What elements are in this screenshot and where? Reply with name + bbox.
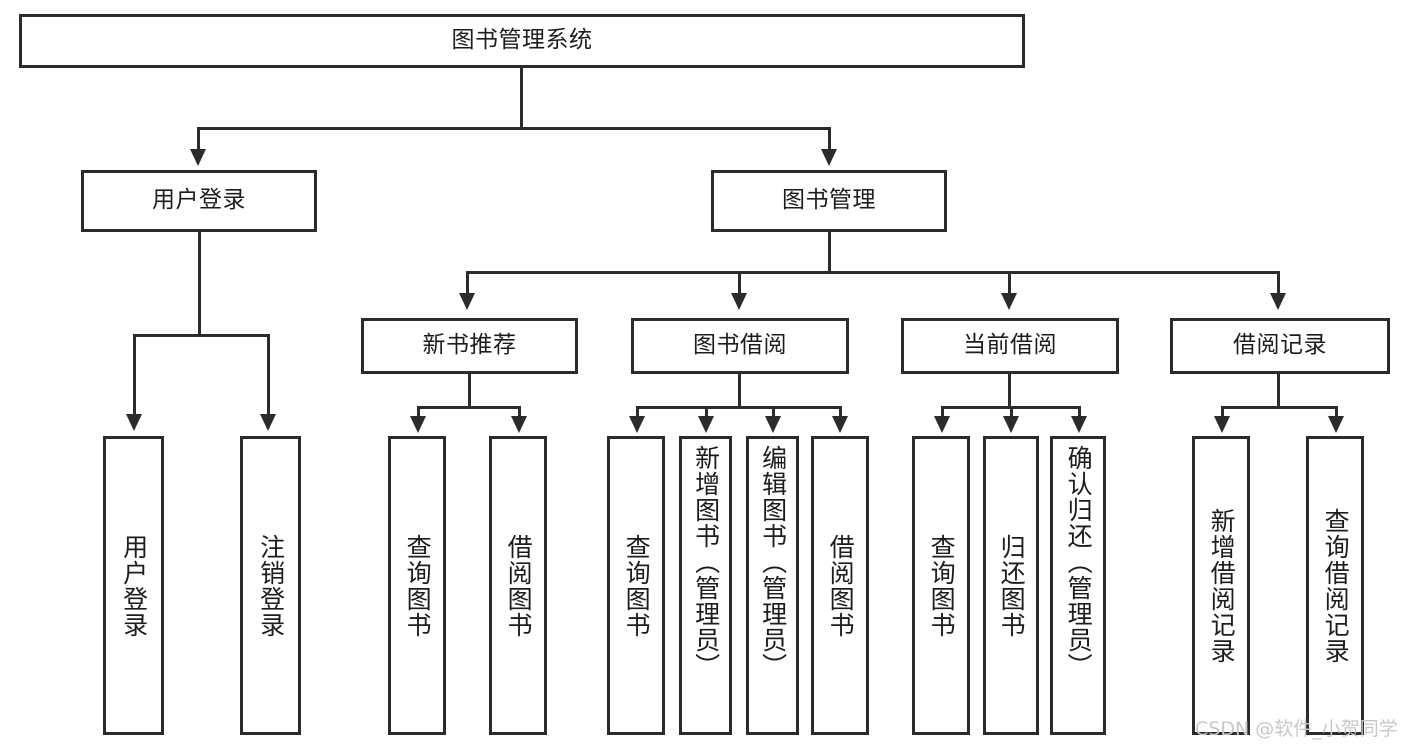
arrow-book-borrow-leaf-2 (698, 416, 714, 433)
arrow-current-borrow-leaf-1 (934, 416, 950, 433)
edge-root-stem (520, 68, 523, 127)
node-book-management[interactable]: 图书管理 (711, 170, 947, 232)
leaf-user-login-login[interactable]: 用户登录 (103, 436, 164, 735)
node-label: 图书管理系统 (451, 27, 593, 54)
edge-book-borrow-drop-4 (839, 406, 842, 418)
edge-book-mgmt-bar (466, 271, 1280, 274)
arrow-current-borrow-leaf-2 (1003, 416, 1019, 433)
arrow-book-borrow-leaf-3 (765, 416, 781, 433)
leaf-current-borrow-return-book[interactable]: 归还图书 (983, 436, 1039, 735)
edge-borrow-record-stem (1277, 374, 1280, 408)
leaf-current-borrow-query-book[interactable]: 查询图书 (912, 436, 970, 735)
edge-book-borrow-bar (636, 406, 842, 409)
leaf-book-borrow-add-book[interactable]: 新增图书（管理员） (679, 436, 732, 735)
node-label: 图书管理 (782, 187, 876, 214)
edge-root-to-book-mgmt (828, 127, 831, 151)
edge-book-borrow-drop-2 (705, 406, 708, 418)
arrow-borrow-record-leaf-1 (1214, 416, 1230, 433)
node-label: 新书推荐 (422, 332, 517, 359)
node-label: 查询借阅记录 (1321, 507, 1351, 664)
node-borrow-record[interactable]: 借阅记录 (1170, 318, 1390, 374)
node-label: 编辑图书（管理员） (758, 445, 788, 679)
edge-root-to-user-login (197, 127, 200, 151)
node-label: 查询图书 (403, 533, 433, 638)
arrow-book-mgmt-child-2 (731, 293, 747, 310)
node-label: 借阅图书 (504, 533, 534, 638)
edge-user-login-drop-2 (267, 334, 270, 416)
edge-borrow-record-drop-2 (1335, 406, 1338, 418)
node-label: 借阅记录 (1233, 332, 1327, 359)
node-new-book-recommend[interactable]: 新书推荐 (361, 318, 578, 374)
arrow-current-borrow-leaf-3 (1071, 416, 1087, 433)
edge-current-borrow-stem (1008, 374, 1011, 408)
arrow-root-to-user-login (190, 149, 206, 166)
arrow-book-mgmt-child-1 (459, 293, 475, 310)
node-book-borrow[interactable]: 图书借阅 (631, 318, 849, 374)
node-label: 借阅图书 (826, 533, 856, 638)
edge-book-mgmt-stem (828, 232, 831, 273)
node-label: 用户登录 (119, 533, 149, 638)
arrow-user-login-leaf-2 (260, 414, 276, 431)
edge-book-mgmt-drop-3 (1008, 271, 1011, 295)
leaf-new-book-borrow-book[interactable]: 借阅图书 (489, 436, 547, 735)
arrow-user-login-leaf-1 (126, 414, 142, 431)
node-label: 图书借阅 (693, 332, 787, 359)
node-label: 查询图书 (622, 533, 652, 638)
arrow-book-borrow-leaf-1 (629, 416, 645, 433)
edge-book-mgmt-drop-2 (738, 271, 741, 295)
leaf-current-borrow-confirm-return[interactable]: 确认归还（管理员） (1050, 436, 1106, 735)
edge-user-login-drop-1 (133, 334, 136, 416)
edge-new-book-drop-2 (518, 406, 521, 418)
edge-book-mgmt-drop-1 (466, 271, 469, 295)
node-current-borrow[interactable]: 当前借阅 (901, 318, 1119, 374)
arrow-book-borrow-leaf-4 (832, 416, 848, 433)
node-label: 注销登录 (256, 533, 286, 638)
node-label: 新增图书（管理员） (691, 445, 721, 679)
edge-book-borrow-drop-1 (636, 406, 639, 418)
edge-current-borrow-drop-3 (1078, 406, 1081, 418)
node-label: 用户登录 (152, 187, 246, 214)
node-user-login[interactable]: 用户登录 (81, 170, 317, 232)
edge-new-book-drop-1 (417, 406, 420, 418)
edge-user-login-stem (198, 232, 201, 336)
arrow-book-mgmt-child-4 (1270, 293, 1286, 310)
arrow-book-mgmt-child-3 (1001, 293, 1017, 310)
leaf-user-login-logout[interactable]: 注销登录 (240, 436, 301, 735)
arrow-borrow-record-leaf-2 (1328, 416, 1344, 433)
edge-book-borrow-drop-3 (772, 406, 775, 418)
edge-borrow-record-drop-1 (1221, 406, 1224, 418)
leaf-borrow-record-query-record[interactable]: 查询借阅记录 (1306, 436, 1364, 735)
edge-root-bar (197, 127, 831, 130)
arrow-new-book-leaf-1 (410, 416, 426, 433)
edge-new-book-stem (468, 374, 471, 408)
edge-new-book-bar (417, 406, 521, 409)
node-label: 确认归还（管理员） (1064, 445, 1094, 679)
node-root-system[interactable]: 图书管理系统 (19, 14, 1025, 68)
node-label: 当前借阅 (963, 332, 1057, 359)
leaf-borrow-record-add-record[interactable]: 新增借阅记录 (1192, 436, 1250, 735)
leaf-new-book-query-book[interactable]: 查询图书 (388, 436, 446, 735)
edge-book-mgmt-drop-4 (1277, 271, 1280, 295)
node-label: 查询图书 (927, 533, 957, 638)
leaf-book-borrow-edit-book[interactable]: 编辑图书（管理员） (746, 436, 799, 735)
arrow-new-book-leaf-2 (511, 416, 527, 433)
edge-current-borrow-drop-2 (1010, 406, 1013, 418)
arrow-root-to-book-mgmt (821, 149, 837, 166)
leaf-book-borrow-borrow-book[interactable]: 借阅图书 (811, 436, 869, 735)
node-label: 新增借阅记录 (1207, 507, 1237, 664)
edge-current-borrow-drop-1 (941, 406, 944, 418)
edge-user-login-bar (133, 334, 270, 337)
edge-book-borrow-stem (738, 374, 741, 408)
edge-borrow-record-bar (1221, 406, 1338, 409)
leaf-book-borrow-query-book[interactable]: 查询图书 (607, 436, 665, 735)
node-label: 归还图书 (997, 533, 1027, 638)
